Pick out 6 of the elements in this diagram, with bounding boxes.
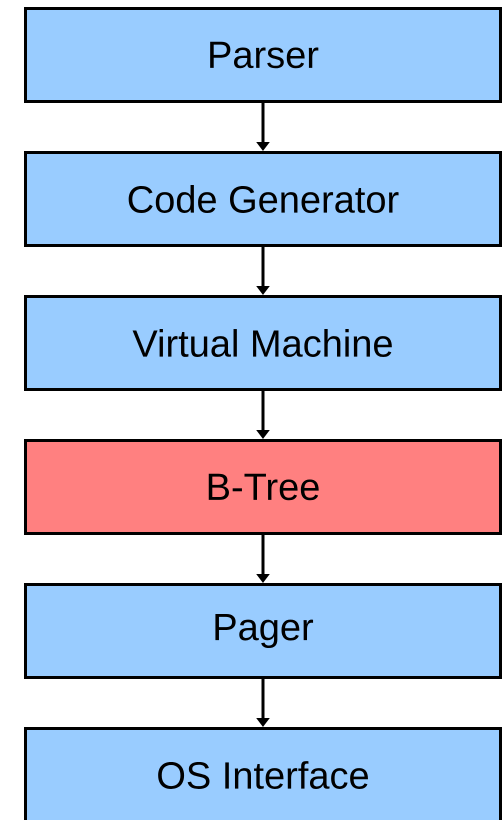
- layer-box: Pager: [24, 583, 502, 679]
- layer-box: Parser: [24, 7, 502, 103]
- layer-box: OS Interface: [24, 727, 502, 820]
- layer-box: B-Tree: [24, 439, 502, 535]
- layer-box: Code Generator: [24, 151, 502, 247]
- layer-box: Virtual Machine: [24, 295, 502, 391]
